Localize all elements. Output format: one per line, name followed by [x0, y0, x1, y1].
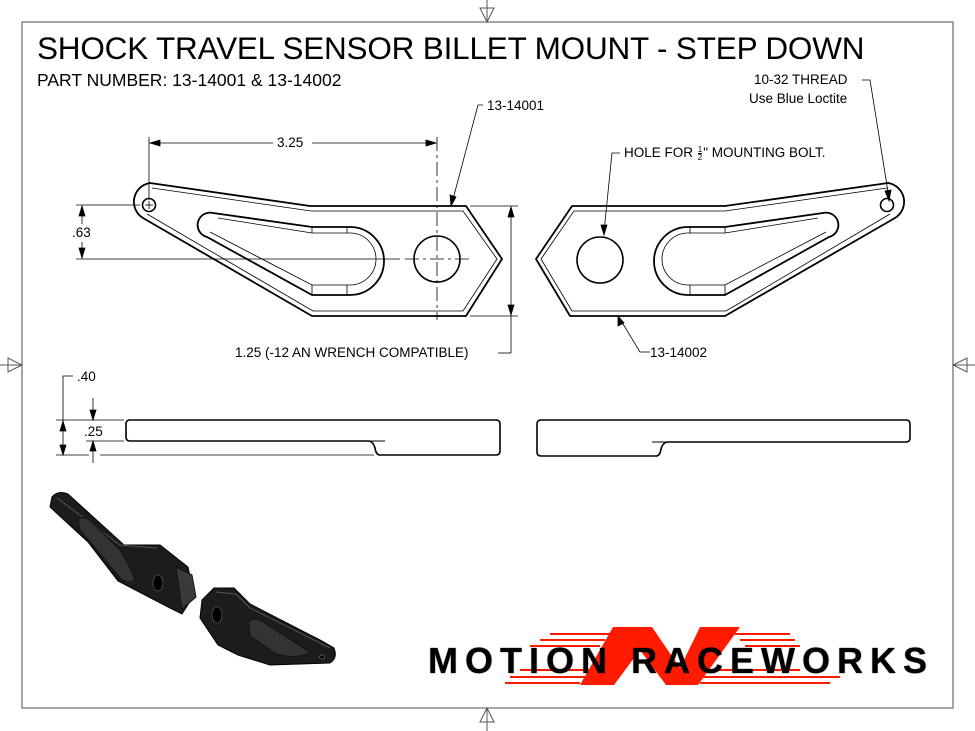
hole-callout-suffix: " MOUNTING BOLT. [703, 145, 826, 161]
isometric-render-part-left [49, 492, 197, 615]
dim-hole-spacing: 3.25 [277, 135, 304, 150]
callout-thread-line2: Use Blue Loctite [749, 91, 848, 106]
isometric-render-part-right [199, 587, 336, 666]
leader-lines-right [600, 79, 892, 353]
part-13-14002-side-view [536, 419, 911, 457]
callout-part-right: 13-14002 [650, 345, 708, 360]
dim-step-thickness: .25 [84, 424, 103, 439]
company-logo: MOTION RACEWORKS [420, 618, 940, 698]
logo-swoosh [505, 627, 840, 685]
fraction-denominator: 2 [697, 153, 703, 162]
part-13-14001-top-view [133, 182, 504, 317]
dimension-lines-left [76, 104, 518, 354]
callout-part-left: 13-14001 [487, 98, 545, 113]
dim-hex-width: 1.25 (-12 AN WRENCH COMPATIBLE) [235, 345, 469, 360]
drawing-title: SHOCK TRAVEL SENSOR BILLET MOUNT - STEP … [37, 30, 865, 66]
dim-total-thickness: .40 [77, 369, 96, 384]
callout-thread-line1: 10-32 THREAD [754, 72, 848, 87]
part-number-label: PART NUMBER: 13-14001 & 13-14002 [37, 70, 342, 90]
part-13-14001-side-view [125, 419, 501, 456]
dim-offset: .63 [72, 225, 91, 240]
part-13-14002-top-view [534, 182, 905, 317]
fraction-numerator: 1 [697, 145, 703, 154]
hole-callout-prefix: HOLE FOR [624, 145, 697, 161]
sheet-border [21, 21, 954, 709]
dimension-lines-side [56, 375, 374, 463]
logo-text: MOTION RACEWORKS [428, 640, 934, 681]
